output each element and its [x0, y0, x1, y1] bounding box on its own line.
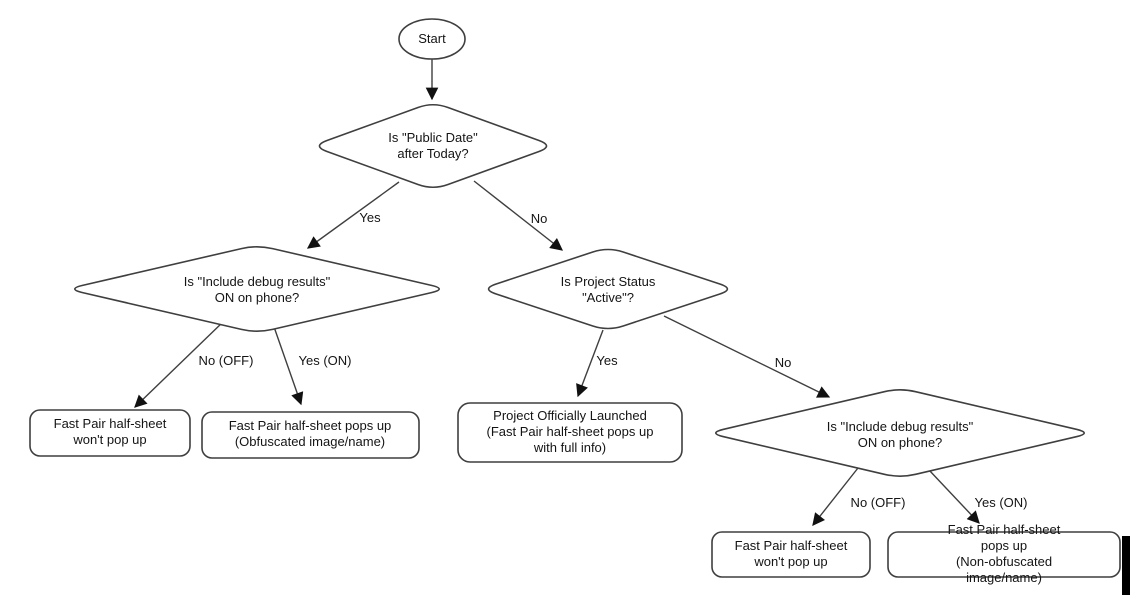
- result-non-obfuscated-shape: [887, 531, 1121, 578]
- edge-debug-left-no-off: [134, 320, 225, 408]
- decision-project-status-shape: [487, 248, 729, 330]
- result-launched-shape: [457, 402, 683, 463]
- edge-debug-right-no-off: [812, 467, 859, 526]
- result-no-popup-right-shape: [711, 531, 871, 578]
- edge-debug-right-yes-on: [928, 469, 980, 524]
- edge-project-status-yes: [576, 329, 604, 398]
- edge-public-date-no: [473, 180, 563, 251]
- decision-debug-right-shape: [715, 389, 1085, 477]
- edge-project-status-no: [663, 315, 831, 398]
- result-no-popup-left-shape: [29, 409, 191, 457]
- decision-debug-left-shape: [74, 246, 441, 332]
- result-obfuscated-shape: [201, 411, 420, 459]
- start-node-shape: [398, 18, 466, 60]
- edge-public-date-yes: [306, 181, 400, 249]
- edge-debug-left-yes-on: [272, 323, 304, 406]
- decision-public-date-shape: [318, 103, 548, 189]
- text-cursor-artifact: [1122, 536, 1130, 595]
